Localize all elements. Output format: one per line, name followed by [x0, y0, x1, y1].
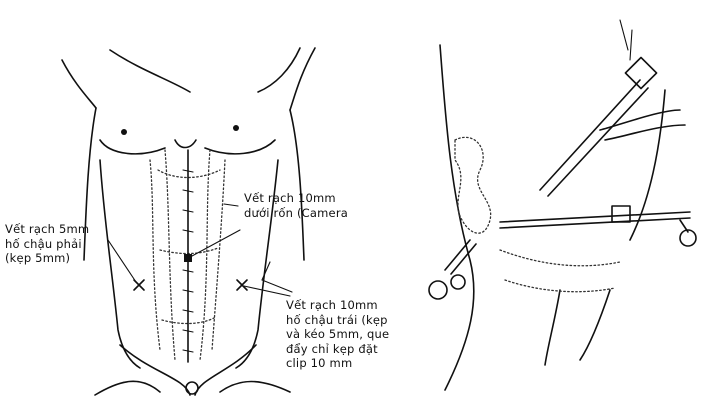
genital-outline [186, 382, 198, 394]
grasper-ring-left-2 [451, 275, 465, 289]
instruments-illustration [429, 20, 696, 390]
left-nipple-mark [233, 125, 239, 131]
left-iliac-incision-mark [237, 280, 247, 290]
trocar-head-upper [625, 57, 656, 88]
umbilical-10mm-incision-label: Vết rạch 10mm dưới rốn (Camera [244, 191, 348, 220]
grasper-ring-left [429, 281, 447, 299]
umbilical-incision-mark [184, 254, 192, 262]
right-iliac-5mm-incision-label: Vết rạch 5mm hố chậu phải (kẹp 5mm) [5, 222, 89, 266]
right-nipple-mark [121, 129, 127, 135]
trocar-head-middle [612, 206, 630, 222]
left-iliac-10mm-incision-label: Vết rạch 10mm hố chậu trái (kẹp và kéo 5… [286, 298, 389, 371]
abdomen-illustration [62, 48, 315, 395]
